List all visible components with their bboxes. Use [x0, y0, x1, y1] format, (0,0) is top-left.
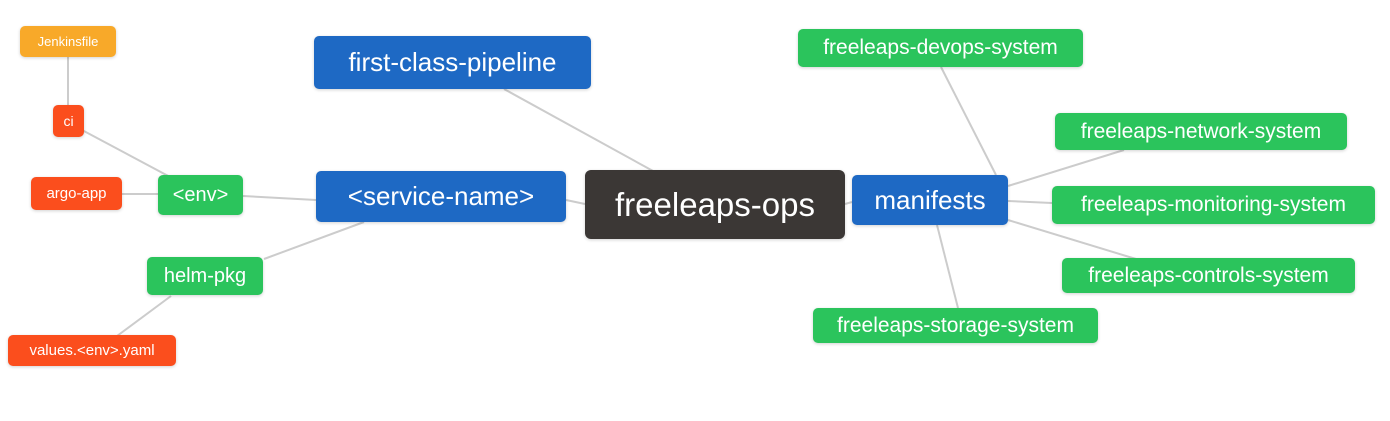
edge-pipeline-ops	[503, 88, 654, 172]
node-jenkinsfile[interactable]: Jenkinsfile	[20, 26, 116, 57]
node-freeleaps-network-system[interactable]: freeleaps-network-system	[1055, 113, 1347, 150]
edge-manifests-controls	[1007, 219, 1137, 260]
node-freeleaps-ops[interactable]: freeleaps-ops	[585, 170, 845, 239]
edge-ci-env	[81, 129, 173, 179]
node-helm-pkg[interactable]: helm-pkg	[147, 257, 263, 295]
edge-manifests-devops	[940, 66, 997, 176]
node-freeleaps-devops-system[interactable]: freeleaps-devops-system	[798, 29, 1083, 67]
node-argo-app[interactable]: argo-app	[31, 177, 122, 210]
node-values-env-yaml[interactable]: values.<env>.yaml	[8, 335, 176, 366]
node-freeleaps-storage-system[interactable]: freeleaps-storage-system	[813, 308, 1098, 343]
node-manifests[interactable]: manifests	[852, 175, 1008, 225]
edge-env-servicename	[242, 195, 317, 201]
edge-servicename-ops	[565, 199, 586, 205]
edge-values-helmpkg	[116, 295, 172, 337]
node-ci[interactable]: ci	[53, 105, 84, 137]
edge-manifests-network	[1007, 149, 1125, 187]
edge-ops-manifests	[844, 201, 853, 205]
node-freeleaps-monitoring-system[interactable]: freeleaps-monitoring-system	[1052, 186, 1375, 224]
node-service-name[interactable]: <service-name>	[316, 171, 566, 222]
edge-manifests-monitoring	[1007, 200, 1053, 204]
node-env[interactable]: <env>	[158, 175, 243, 215]
node-first-class-pipeline[interactable]: first-class-pipeline	[314, 36, 591, 89]
edge-manifests-storage	[936, 224, 959, 309]
edge-helmpkg-servicename	[263, 221, 365, 260]
node-freeleaps-controls-system[interactable]: freeleaps-controls-system	[1062, 258, 1355, 293]
